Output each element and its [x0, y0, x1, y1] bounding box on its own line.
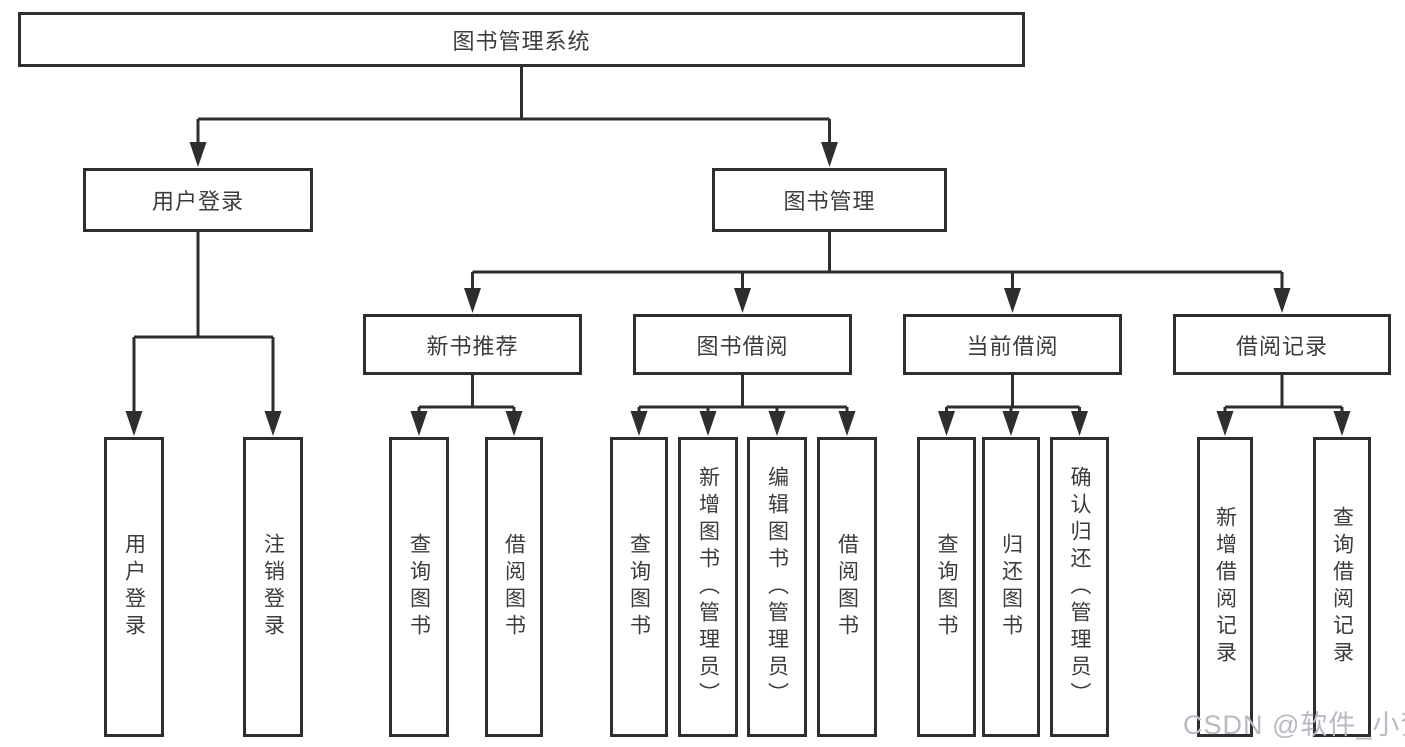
- node-new-book-recommend: 新书推荐: [363, 314, 582, 375]
- leaf-logout: 注销登录: [243, 437, 303, 737]
- leaf-edit-book-admin: 编辑图书（管理员）: [747, 437, 807, 737]
- leaf-return-book: 归还图书: [982, 437, 1040, 737]
- node-current-borrow: 当前借阅: [903, 314, 1122, 375]
- leaf-confirm-return-admin: 确认归还（管理员）: [1050, 437, 1109, 737]
- leaf-borrow-book: 借阅图书: [817, 437, 877, 737]
- leaf-user-login: 用户登录: [104, 437, 164, 737]
- csdn-watermark: CSDN @软件_小贺同学: [1183, 710, 1405, 740]
- node-borrow-records: 借阅记录: [1173, 314, 1391, 375]
- leaf-borrow-book-recommend: 借阅图书: [485, 437, 543, 737]
- node-book-management: 图书管理: [712, 168, 947, 232]
- leaf-query-book-recommend: 查询图书: [389, 437, 449, 737]
- node-root: 图书管理系统: [18, 12, 1025, 67]
- leaf-add-book-admin: 新增图书（管理员）: [678, 437, 738, 737]
- node-user-login: 用户登录: [83, 168, 313, 232]
- leaf-query-book-borrow: 查询图书: [610, 437, 668, 737]
- node-book-borrow: 图书借阅: [633, 314, 852, 375]
- leaf-query-book-current: 查询图书: [917, 437, 976, 737]
- leaf-add-borrow-record: 新增借阅记录: [1197, 437, 1253, 737]
- leaf-query-borrow-record: 查询借阅记录: [1313, 437, 1371, 737]
